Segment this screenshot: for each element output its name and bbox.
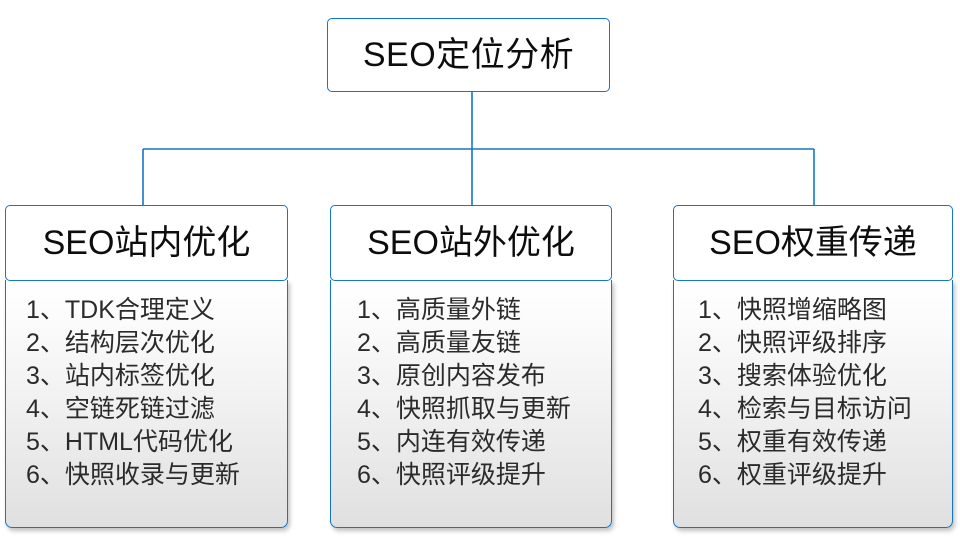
branch-header-2[interactable]: SEO站外优化 bbox=[330, 205, 612, 281]
branch-header-label-1: SEO站内优化 bbox=[42, 224, 251, 262]
list-item: 6、快照收录与更新 bbox=[26, 461, 240, 489]
list-item: 2、结构层次优化 bbox=[26, 329, 215, 357]
list-item: 1、高质量外链 bbox=[357, 296, 521, 324]
branch-list-1: 1、TDK合理定义 2、结构层次优化 3、站内标签优化 4、空链死链过滤 5、H… bbox=[5, 280, 288, 528]
list-item: 5、权重有效传递 bbox=[698, 428, 887, 456]
list-item: 1、快照增缩略图 bbox=[698, 296, 887, 324]
branch-header-label-2: SEO站外优化 bbox=[367, 224, 575, 262]
root-node-label: SEO定位分析 bbox=[362, 36, 575, 74]
branch-column-3: SEO权重传递 1、快照增缩略图 2、快照评级排序 3、搜索体验优化 4、检索与… bbox=[673, 205, 953, 528]
list-item: 6、权重评级提升 bbox=[698, 461, 887, 489]
branch-list-2: 1、高质量外链 2、高质量友链 3、原创内容发布 4、快照抓取与更新 5、内连有… bbox=[330, 280, 612, 528]
list-item: 5、内连有效传递 bbox=[357, 428, 546, 456]
list-item: 1、TDK合理定义 bbox=[26, 296, 215, 324]
branch-header-1[interactable]: SEO站内优化 bbox=[5, 205, 288, 281]
list-item: 3、搜索体验优化 bbox=[698, 362, 887, 390]
list-item: 2、高质量友链 bbox=[357, 329, 521, 357]
branch-header-3[interactable]: SEO权重传递 bbox=[673, 205, 953, 281]
root-node[interactable]: SEO定位分析 bbox=[327, 18, 610, 92]
branch-header-label-3: SEO权重传递 bbox=[709, 224, 917, 262]
list-item: 6、快照评级提升 bbox=[357, 461, 546, 489]
branch-column-2: SEO站外优化 1、高质量外链 2、高质量友链 3、原创内容发布 4、快照抓取与… bbox=[330, 205, 612, 528]
list-item: 4、快照抓取与更新 bbox=[357, 395, 571, 423]
list-item: 4、空链死链过滤 bbox=[26, 395, 215, 423]
list-item: 3、站内标签优化 bbox=[26, 362, 215, 390]
list-item: 3、原创内容发布 bbox=[357, 362, 546, 390]
branch-column-1: SEO站内优化 1、TDK合理定义 2、结构层次优化 3、站内标签优化 4、空链… bbox=[5, 205, 288, 528]
branch-list-3: 1、快照增缩略图 2、快照评级排序 3、搜索体验优化 4、检索与目标访问 5、权… bbox=[673, 280, 953, 528]
list-item: 5、HTML代码优化 bbox=[26, 428, 233, 456]
list-item: 2、快照评级排序 bbox=[698, 329, 887, 357]
list-item: 4、检索与目标访问 bbox=[698, 395, 912, 423]
